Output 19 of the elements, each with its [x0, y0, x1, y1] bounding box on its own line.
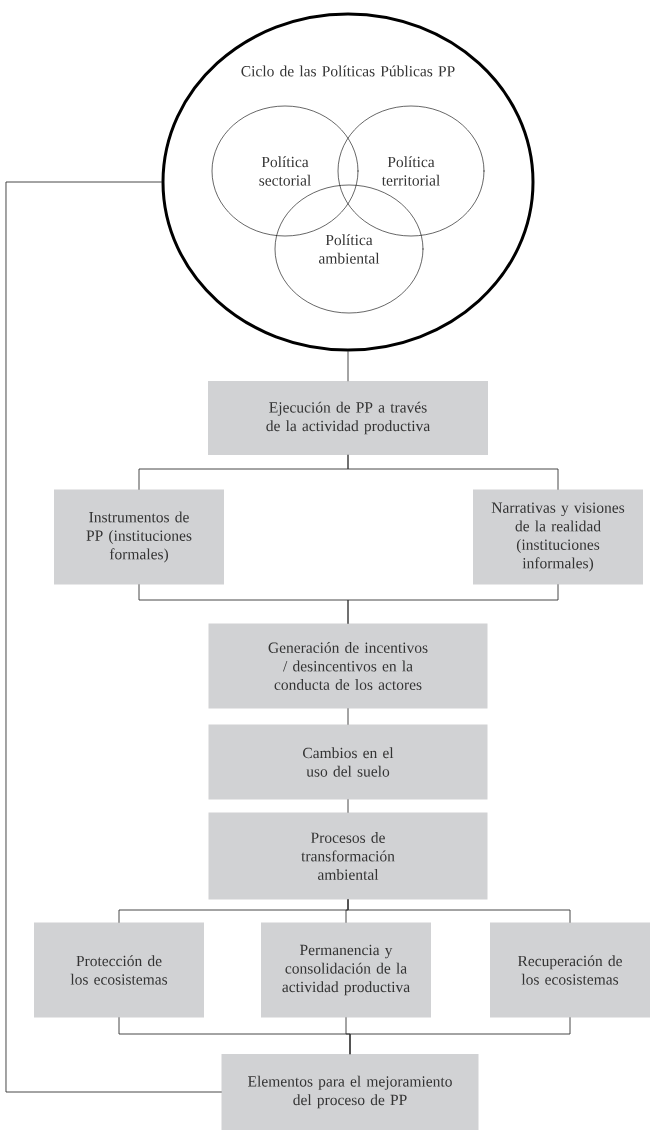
- process-box: Elementos para el mejoramiento del proceso de PP: [221, 1054, 479, 1130]
- connector-line: [347, 454, 559, 490]
- process-box: Procesos de transformación ambiental: [208, 812, 488, 900]
- connector-line: [349, 1017, 571, 1055]
- process-box: Protección de los ecosistemas: [34, 922, 204, 1018]
- process-box: Instrumentos de PP (instituciones formales): [54, 489, 224, 585]
- process-box: Ejecución de PP a través de la actividad productiva: [208, 381, 488, 455]
- process-box: Permanencia y consolidación de la actividad productiva: [261, 922, 431, 1018]
- connector-line: [347, 899, 571, 923]
- process-box: Generación de incentivos / desincentivos en la conducta de los actores: [208, 623, 488, 709]
- connector-line: [347, 351, 349, 382]
- process-box: Narrativas y visiones de la realidad (instituciones informales): [473, 489, 643, 585]
- circle-title: Ciclo de las Políticas Públicas PP: [241, 65, 455, 77]
- process-box: Recuperación de los ecosistemas: [490, 922, 650, 1018]
- connector-line: [5, 181, 222, 1093]
- process-box: Cambios en el uso del suelo: [208, 724, 488, 800]
- connector-line: [347, 708, 349, 725]
- connector-line: [347, 799, 349, 813]
- connector-line: [347, 584, 559, 624]
